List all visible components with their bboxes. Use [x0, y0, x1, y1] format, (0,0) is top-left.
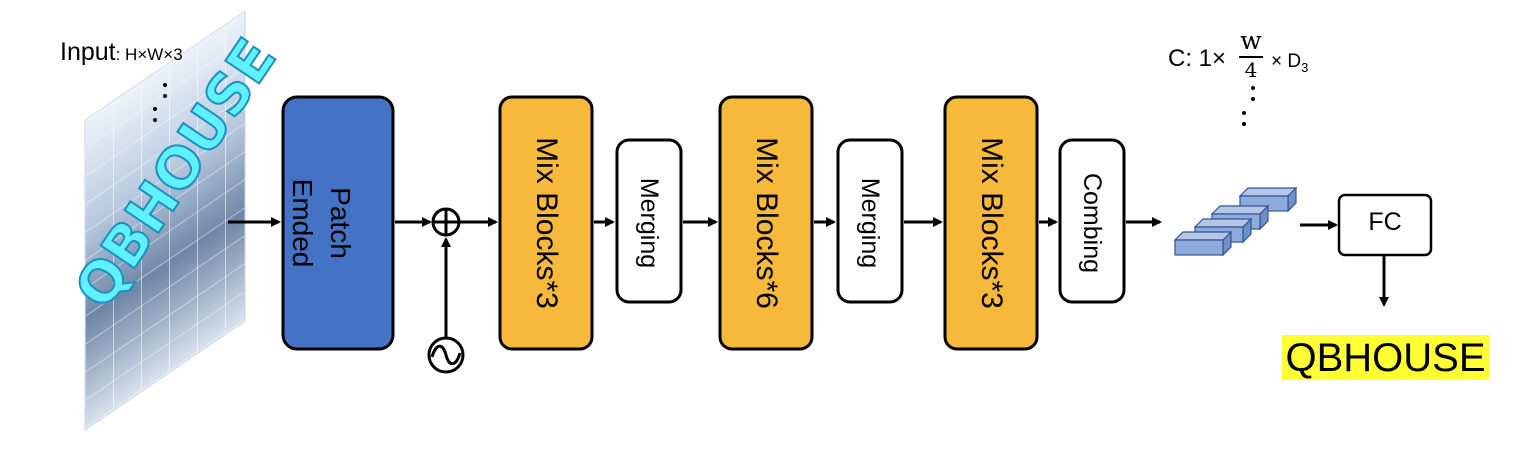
mix-blocks-3-label: Mix Blocks*3 — [975, 137, 1008, 309]
output-shape-subscript: 3 — [1301, 59, 1309, 75]
feature-cube — [1173, 230, 1233, 257]
output-shape-prefix: C: 1× — [1168, 45, 1227, 72]
merging-block-1 — [615, 138, 683, 304]
fraction-numerator: w — [1240, 26, 1262, 55]
output-shape-fraction: w 4 — [1237, 28, 1265, 80]
sine-wave-icon — [427, 336, 465, 374]
patch-embed-line-1: Patch — [325, 187, 356, 259]
merging-1-label: Merging — [635, 177, 663, 269]
mix-blocks-2 — [718, 95, 814, 351]
result-label: QBHOUSE — [1285, 336, 1486, 380]
result-highlight — [1282, 335, 1489, 380]
patch-embed-label: Patch Emded — [287, 153, 359, 293]
output-shape-suffix-wrap: × D3 — [1271, 52, 1308, 74]
vertical-ellipsis-icon — [1242, 86, 1255, 126]
mix-blocks-3 — [943, 95, 1039, 351]
combing-block — [1058, 138, 1126, 304]
arrows — [228, 217, 1389, 337]
input-title: Input — [60, 38, 116, 66]
output-shape-label: C: 1× — [1168, 47, 1226, 71]
fc-block — [1337, 193, 1433, 257]
fraction-denominator: 4 — [1244, 58, 1258, 82]
mix-blocks-2-label: Mix Blocks*6 — [750, 137, 783, 309]
patch-embed-line-2: Emded — [287, 178, 318, 268]
add-icon — [431, 207, 461, 237]
feature-cubes — [1173, 186, 1298, 257]
input-dims: : H×W×3 — [115, 45, 183, 64]
merging-block-2 — [836, 138, 904, 304]
feature-cube — [1238, 186, 1298, 213]
fc-label: FC — [1368, 208, 1402, 236]
input-image — [84, 10, 246, 431]
input-label: Input: H×W×3 — [60, 40, 183, 65]
mix-blocks-1-label: Mix Blocks*3 — [530, 137, 563, 309]
merging-2-label: Merging — [856, 177, 884, 269]
combing-label: Combing — [1078, 172, 1106, 274]
patch-embed-block — [281, 95, 395, 351]
mix-blocks-1 — [498, 95, 594, 351]
vertical-ellipsis-icon — [153, 83, 167, 122]
output-shape-suffix: × D — [1271, 51, 1302, 72]
fraction-bar — [1239, 56, 1263, 58]
